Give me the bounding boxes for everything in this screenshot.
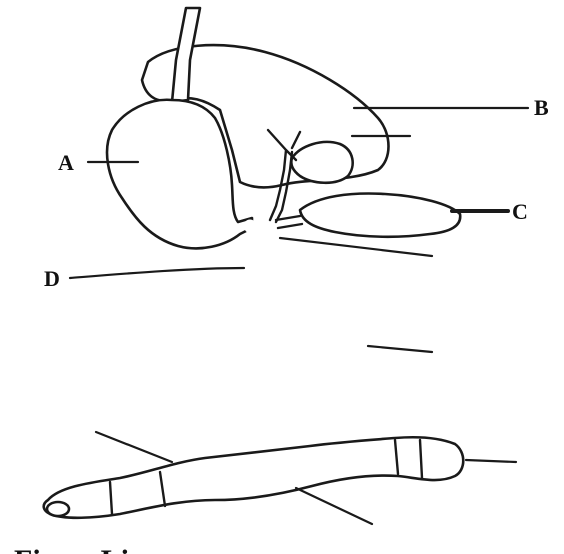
pancreatic-duct [276, 216, 302, 228]
leader-small-intestine [368, 346, 432, 352]
leader-d [70, 268, 244, 278]
anus [47, 502, 69, 516]
leader-pancreas-duct [280, 238, 432, 256]
label-a: A [58, 150, 74, 175]
leader-large-intestine-right [466, 460, 516, 462]
small-intestine [244, 226, 320, 456]
svg-text:Fig .... Li... ...: Fig .... Li... ... [14, 544, 182, 554]
leader-rectum [296, 488, 372, 524]
large-intestine [44, 437, 464, 518]
pancreas [300, 194, 460, 237]
caption-fragment: Fig .... Li... ... [14, 544, 182, 554]
leader-large-intestine-left [96, 432, 172, 462]
label-b: B [534, 95, 549, 120]
label-c: C [512, 199, 528, 224]
label-d: D [44, 266, 60, 291]
